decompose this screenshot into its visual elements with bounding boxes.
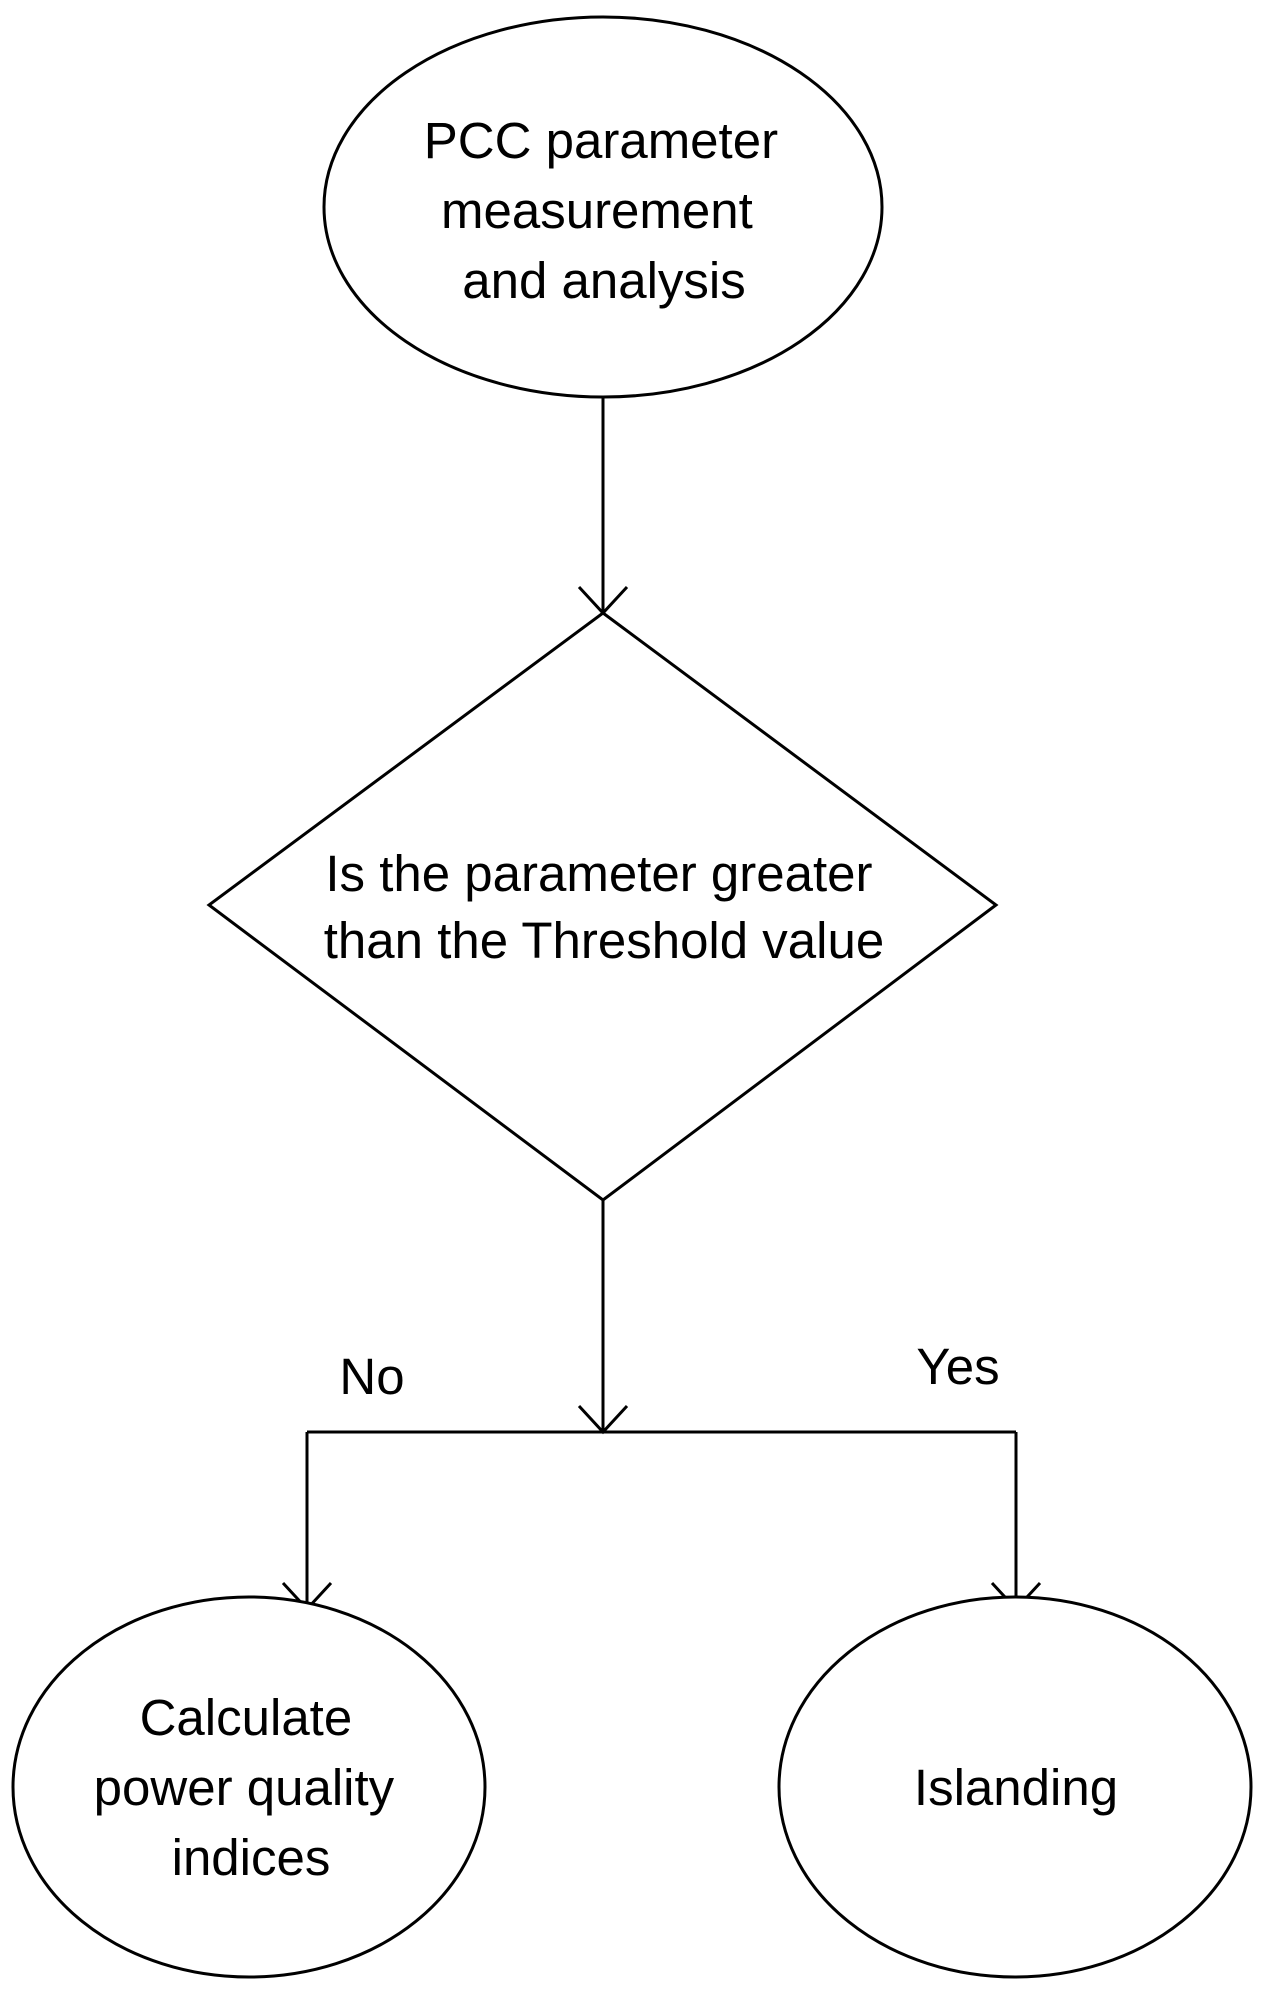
start-node-label: PCC parameter measurement and analysis: [424, 112, 792, 309]
yes-branch-label: Yes: [916, 1338, 999, 1395]
no-outcome-node-line-3: indices: [172, 1829, 331, 1886]
yes-outcome-node: Islanding: [777, 1595, 1253, 1979]
no-branch-label: No: [339, 1348, 404, 1405]
decision-to-branch-connector: [307, 1200, 1016, 1435]
yes-outcome-node-ellipse: [777, 1595, 1253, 1979]
start-node: PCC parameter measurement and analysis: [322, 15, 884, 399]
yes-branch: Yes: [916, 1338, 1042, 1612]
start-node-line-3: and analysis: [462, 252, 746, 309]
decision-node-label: Is the parameter greater than the Thresh…: [324, 845, 887, 969]
start-node-line-1: PCC parameter: [424, 112, 778, 169]
decision-node-diamond: [206, 611, 999, 1202]
no-outcome-node-label: Calculate power quality indices: [94, 1689, 409, 1886]
yes-outcome-node-label: Islanding: [914, 1759, 1118, 1816]
no-outcome-node-line-1: Calculate: [140, 1689, 353, 1746]
decision-node-line-1: Is the parameter greater: [325, 845, 872, 902]
start-to-decision-connector: [577, 397, 629, 616]
no-branch: No: [281, 1348, 405, 1612]
no-outcome-node-ellipse: [11, 1595, 487, 1979]
start-node-line-2: measurement: [441, 182, 753, 239]
no-outcome-node-line-2: power quality: [94, 1759, 395, 1816]
decision-node: Is the parameter greater than the Thresh…: [206, 611, 999, 1202]
no-outcome-node: Calculate power quality indices: [11, 1595, 487, 1979]
decision-node-line-2: than the Threshold value: [324, 912, 884, 969]
